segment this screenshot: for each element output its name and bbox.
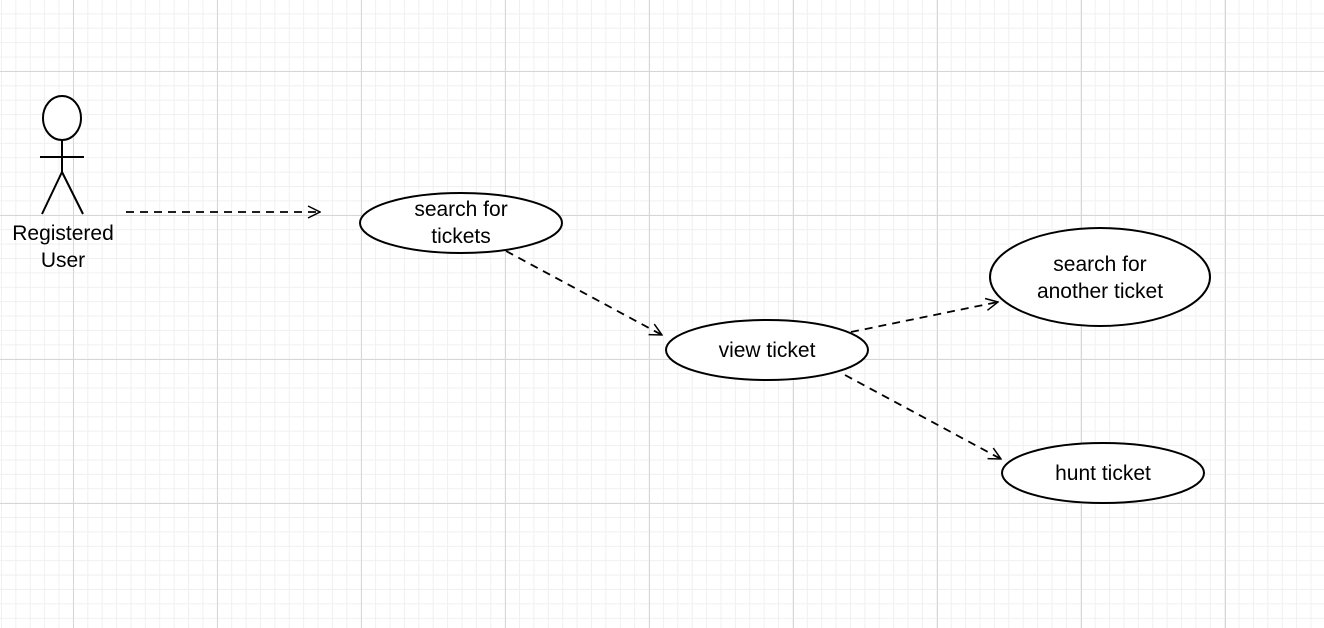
actor-label: Registered User [12, 222, 114, 272]
use-case-hunt-ticket[interactable] [1001, 442, 1205, 504]
use-case-search-for-another-ticket[interactable] [989, 227, 1211, 327]
use-case-view-ticket[interactable] [665, 319, 869, 381]
edge-view-to-another[interactable] [850, 302, 998, 333]
use-case-label-view-ticket: view ticket [718, 338, 816, 362]
use-case-label-search-for-tickets: search for tickets [414, 198, 508, 248]
use-case-search-for-tickets[interactable] [359, 192, 563, 254]
edge-view-to-hunt[interactable] [844, 374, 1001, 459]
use-case-label-hunt-ticket: hunt ticket [1055, 461, 1151, 485]
edge-search-to-view[interactable] [505, 250, 662, 335]
use-case-label-search-for-another-ticket: search for another ticket [1036, 253, 1164, 303]
stick-figure-icon[interactable] [40, 95, 84, 215]
